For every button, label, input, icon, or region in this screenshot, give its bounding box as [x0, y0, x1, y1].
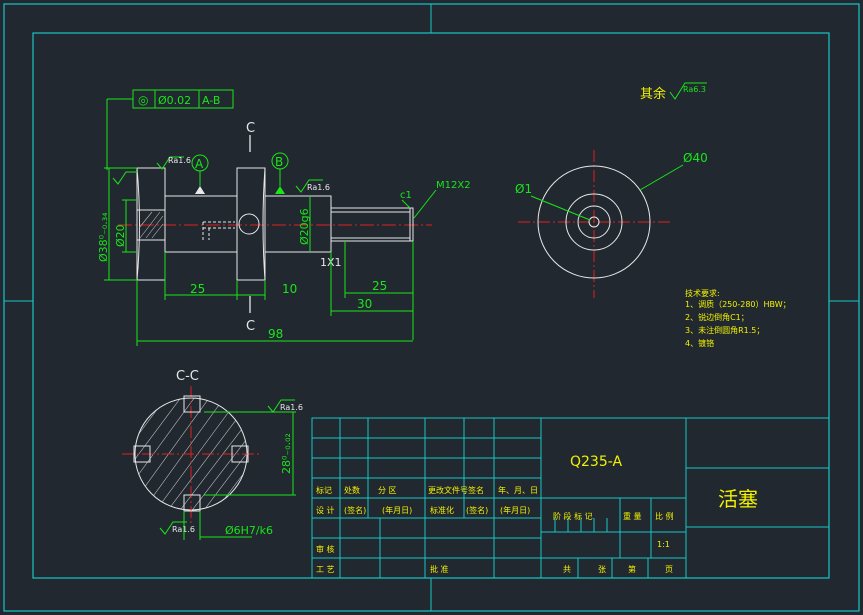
dim-width-28: 28⁰₋₀.₀₂ — [280, 433, 293, 474]
tb-standard-date: (年月日) — [500, 505, 530, 515]
dim-chamfer-c1: c1 — [400, 190, 412, 201]
section-mark-top: C — [246, 121, 255, 136]
dim-thread: M12X2 — [436, 180, 471, 191]
tb-date: 年、月、日 — [498, 485, 538, 495]
datum-a: A — [195, 157, 204, 171]
roughness-rest-label: 其余 — [640, 86, 666, 102]
main-view: C C — [118, 121, 432, 334]
tb-standard: 标准化 — [430, 505, 454, 515]
tb-weight: 重 量 — [623, 511, 642, 521]
tb-design-date: (年月日) — [382, 505, 412, 515]
dim-dia-20-left: Ø20 — [114, 224, 127, 247]
tb-design: 设 计 — [316, 505, 335, 515]
tb-sheets-unit: 张 — [598, 565, 606, 574]
dim-dia-6-h7: Ø6H7/k6 — [225, 524, 273, 537]
end-view: Ø40 Ø1 — [515, 150, 708, 298]
dim-len-30: 30 — [357, 297, 372, 311]
tb-standard-sign: (签名) — [466, 505, 488, 515]
tb-stage-mark: 阶 段 标 记 — [553, 511, 593, 521]
dim-len-25-right: 25 — [372, 279, 387, 293]
section-mark-bottom: C — [246, 319, 255, 334]
title-block: 标记 处数 分 区 更改文件号 签名 年、月、日 设 计 (签名) (年月日) … — [311, 417, 830, 579]
tb-mark: 标记 — [316, 485, 332, 495]
dim-len-25-left: 25 — [190, 282, 205, 296]
datum-b: B — [275, 155, 283, 169]
tb-design-sign: (签名) — [344, 505, 366, 515]
tb-sheets-total: 共 — [563, 565, 571, 574]
roughness-rest-value: Ra6.3 — [683, 85, 706, 94]
tb-process: 工 艺 — [316, 565, 335, 574]
tech-req-item-3: 3、未注倒圆角R1.5； — [685, 325, 764, 335]
dim-dia-1: Ø1 — [515, 182, 532, 196]
tb-part-name: 活塞 — [718, 487, 758, 511]
tb-sheet-no: 第 — [628, 564, 636, 574]
tb-signature: 签名 — [468, 485, 484, 495]
tb-scale: 1:1 — [657, 540, 670, 549]
roughness-1: Ra1.6 — [168, 156, 191, 165]
tech-req-title: 技术要求: — [685, 288, 720, 298]
tech-req-item-1: 1、调质（250-280）HBW； — [685, 299, 791, 309]
coaxiality-symbol: ◎ — [138, 93, 148, 107]
tech-requirements: 技术要求: 1、调质（250-280）HBW； 2、锐边倒角C1； 3、未注倒圆… — [685, 288, 791, 348]
dim-dia-40: Ø40 — [683, 151, 708, 165]
tb-count: 处数 — [344, 485, 360, 495]
tb-zone: 分 区 — [378, 486, 397, 495]
tb-scale-label: 比 例 — [655, 511, 674, 521]
tb-check: 审 核 — [316, 544, 335, 554]
dim-len-10: 10 — [282, 282, 297, 296]
coaxiality-tolerance: Ø0.02 — [158, 94, 191, 107]
tb-page: 页 — [665, 565, 673, 574]
tb-approve: 批 准 — [430, 564, 449, 574]
section-title: C-C — [176, 369, 199, 384]
roughness-2: Ra1.6 — [307, 183, 330, 192]
main-view-dimensions: ◎ Ø0.02 A-B A B Ra1.6 Ra1.6 Ø38⁰₋₀.₃₄ Ø2… — [97, 89, 471, 346]
tech-req-item-2: 2、锐边倒角C1； — [685, 312, 749, 322]
roughness-3: Ra1.6 — [280, 403, 303, 412]
roughness-note: 其余 Ra6.3 — [640, 82, 707, 102]
tb-change-doc: 更改文件号 — [428, 485, 468, 495]
dim-dia-38: Ø38⁰₋₀.₃₄ — [97, 212, 110, 262]
dim-dia-20-g6: Ø20g6 — [298, 208, 311, 245]
dim-len-98: 98 — [268, 327, 283, 341]
tb-material: Q235-A — [570, 454, 622, 470]
tech-req-item-4: 4、镀铬 — [685, 338, 714, 348]
section-view: C-C 28⁰₋₀.₀₂ — [122, 369, 303, 540]
coaxiality-datum: A-B — [202, 94, 220, 107]
